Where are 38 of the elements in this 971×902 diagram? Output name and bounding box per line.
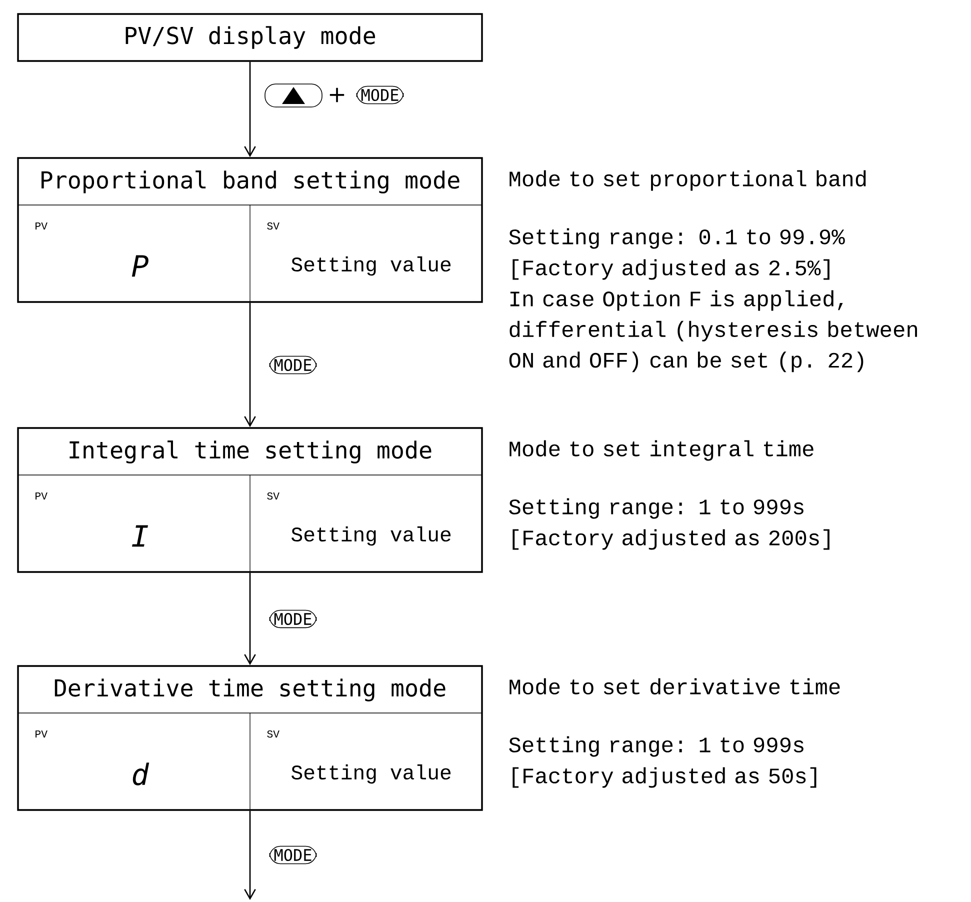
display-character: I (132, 525, 148, 547)
description-text: [Factory adjusted as 50s] (512, 767, 816, 788)
plus-sign: + (330, 88, 344, 102)
pv-label: PV (36, 492, 48, 500)
display-character: P (132, 255, 148, 277)
mode-title: Integral time setting mode (70, 440, 432, 464)
mode-key: MODE (269, 610, 317, 628)
setting-value-text: Setting value (292, 764, 451, 784)
arrow (244, 62, 256, 158)
description-text: [Factory adjusted as 2.5%] (512, 259, 830, 280)
description-text: In case Option F is applied, differential (hysteresis between ON and OFF) can be set (p. 22) (509, 290, 917, 372)
mode-box: PV/SV display mode (17, 13, 483, 62)
sv-label: SV (267, 492, 280, 500)
description-text: Mode to set proportional band (510, 170, 866, 191)
arrow (244, 810, 256, 900)
pv-label: PV (36, 222, 48, 230)
arrow (244, 302, 256, 428)
mode-key: MODE (356, 86, 404, 104)
mode-box (17, 157, 483, 303)
display-character: d (132, 762, 150, 786)
setting-value-text: Setting value (292, 526, 451, 546)
mode-key: MODE (269, 356, 317, 374)
mode-key: MODE (269, 846, 317, 864)
mode-title: Proportional band setting mode (42, 170, 460, 194)
arrow (244, 572, 256, 666)
sv-label: SV (267, 730, 280, 738)
description-text: Setting range: 1 to 999s (509, 498, 804, 519)
mode-box (17, 665, 483, 811)
description-text: [Factory adjusted as 200s] (512, 529, 830, 550)
description-text: Setting range: 1 to 999s (509, 736, 804, 757)
mode-title: Derivative time setting mode (54, 678, 446, 702)
sv-label: SV (267, 222, 280, 230)
description-text: Setting range: 0.1 to 99.9% (509, 228, 845, 249)
mode-box (17, 427, 483, 573)
pv-label: PV (36, 730, 48, 738)
description-text: Mode to set derivative time (510, 678, 840, 694)
description-text: Mode to set integral time (510, 440, 814, 461)
setting-value-text: Setting value (292, 256, 451, 276)
